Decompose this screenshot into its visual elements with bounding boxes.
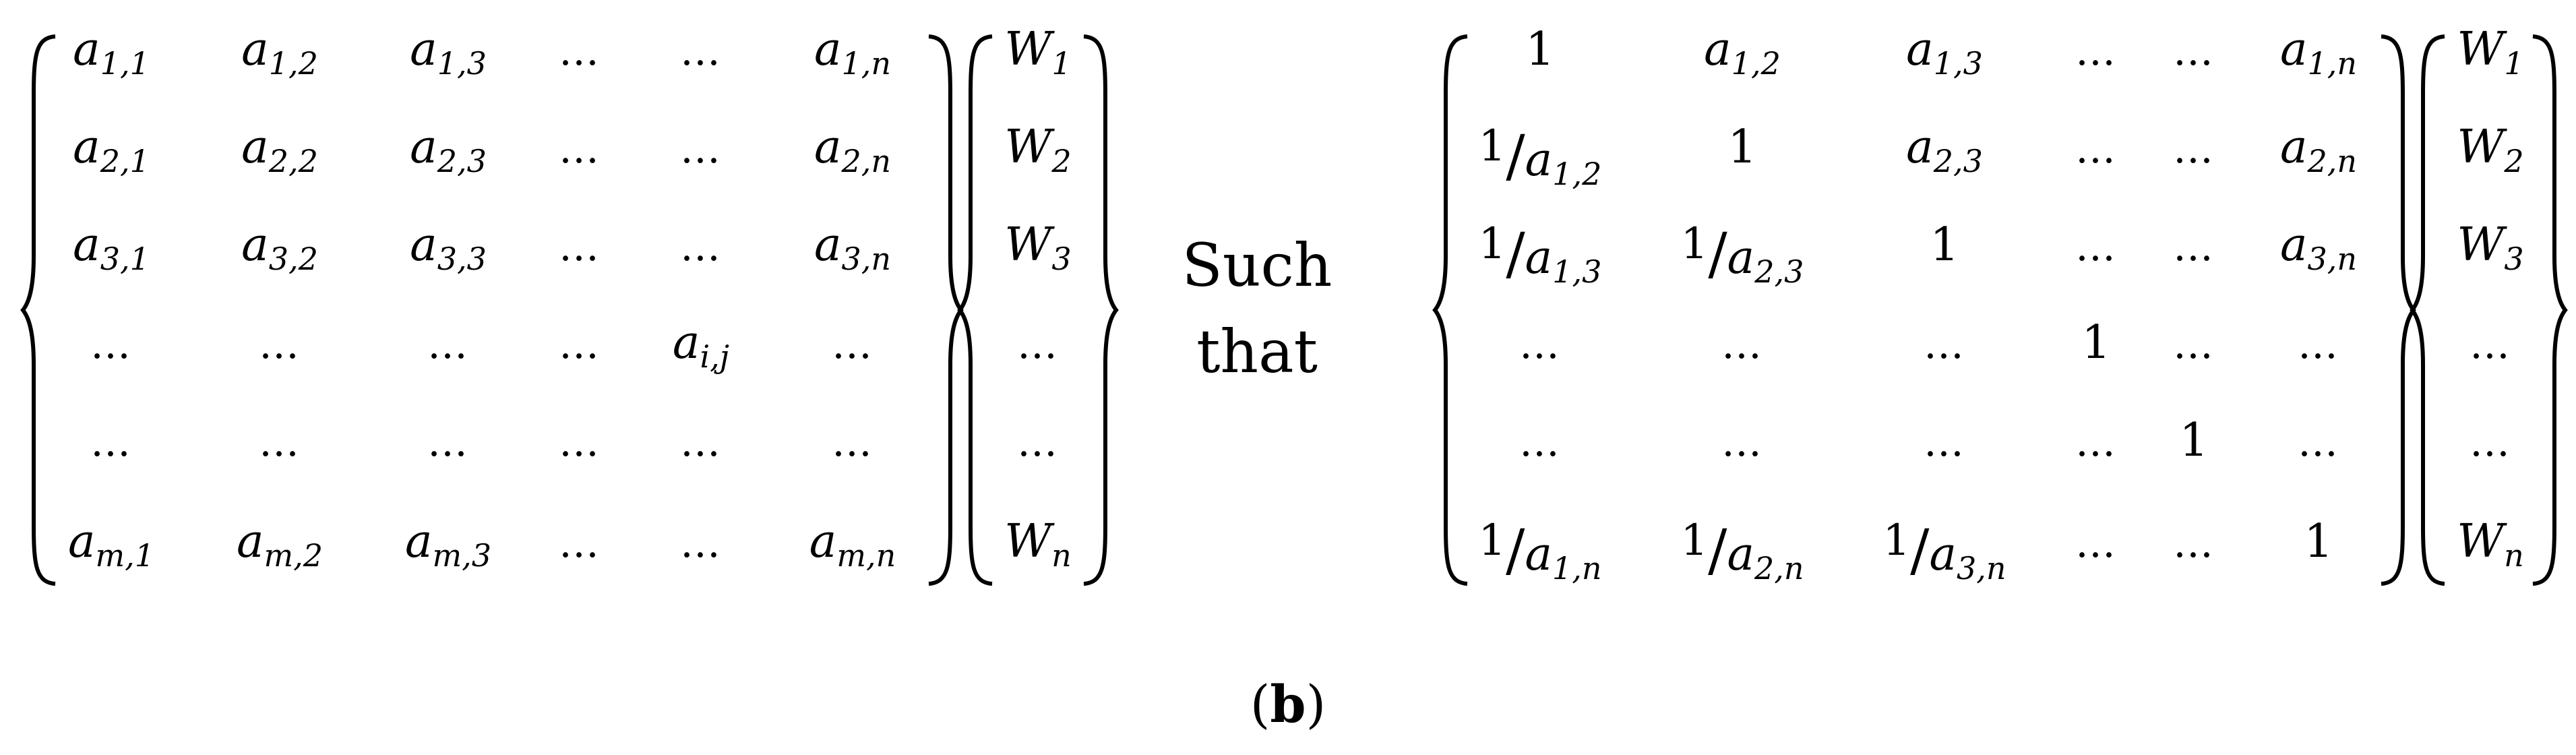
left-matrix-cell-r3-c4: … [559,223,601,270]
right-vector-entry-5: … [2470,419,2511,466]
right-matrix-cell-r4-c1: … [1519,321,1561,368]
left-matrix-cell-r1-c2: a1,2 [241,23,318,82]
left-matrix-cell-r6-c4: … [559,520,601,567]
right-vector-entry-1: W1 [2457,23,2524,82]
right-matrix-cell-r1-c1: 1 [1525,23,1555,76]
left-matrix-cell-r6-c2: am,2 [236,515,324,574]
right-vector-close-brace [2532,34,2568,586]
left-matrix-cell-r2-c4: … [559,125,601,173]
caption-close-paren: ) [1306,674,1326,734]
right-matrix-cell-r4-c6: … [2298,321,2339,368]
left-matrix-cell-r2-c3: a2,3 [410,121,487,179]
right-matrix-cell-r5-c3: … [1924,419,1965,466]
left-vector-open-brace [957,34,993,586]
right-matrix-cell-r6-c5: … [2173,520,2215,567]
right-matrix-cell-r2-c4: … [2075,125,2117,173]
left-matrix-cell-r3-c2: a3,2 [241,218,318,277]
left-matrix-cell-r1-c5: … [680,28,722,75]
left-matrix-cell-r3-c3: a3,3 [410,218,487,277]
left-matrix-cell-r3-c1: a3,1 [73,218,150,277]
right-matrix-cell-r6-c6: 1 [2304,515,2333,568]
left-matrix-cell-r1-c1: a1,1 [73,23,150,82]
left-matrix-cell-r1-c3: a1,3 [410,23,487,82]
left-matrix-cell-r2-c5: … [680,125,722,173]
left-matrix-cell-r2-c1: a2,1 [73,121,150,179]
right-matrix-cell-r3-c2: 1/a2,3 [1680,219,1804,290]
right-matrix-cell-r6-c2: 1/a2,n [1680,516,1804,586]
right-matrix-cell-r3-c5: … [2173,223,2215,270]
right-matrix-cell-r4-c3: … [1924,321,1965,368]
left-matrix-cell-r4-c5: ai,j [672,316,730,375]
left-matrix-cell-r4-c4: … [559,321,601,368]
left-matrix-cell-r1-c4: … [559,28,601,75]
figure-caption: (b) [1221,674,1355,734]
right-vector-entry-6: Wn [2457,515,2524,574]
right-vector-entry-3: W3 [2457,218,2524,277]
right-matrix-cell-r1-c2: a1,2 [1704,23,1781,82]
right-matrix-cell-r3-c3: 1 [1930,218,1959,272]
right-matrix-cell-r6-c1: 1/a1,n [1478,516,1602,586]
right-matrix-cell-r1-c4: … [2075,28,2117,75]
left-vector-entry-5: … [1017,419,1059,466]
left-matrix-cell-r5-c2: … [259,419,301,466]
right-matrix-cell-r5-c2: … [1721,419,1763,466]
left-matrix-cell-r4-c1: … [90,321,132,368]
caption-letter: b [1270,674,1306,734]
right-matrix-cell-r6-c3: 1/a3,n [1882,516,2006,586]
right-matrix-cell-r2-c3: a2,3 [1906,121,1983,179]
right-matrix-cell-r1-c6: a1,n [2279,23,2358,82]
right-vector-entry-4: … [2470,321,2511,368]
left-matrix-open-brace [20,34,56,586]
left-matrix-cell-r5-c4: … [559,419,601,466]
right-vector-entry-2: W2 [2457,121,2524,179]
right-matrix-cell-r5-c6: … [2298,419,2339,466]
left-matrix-cell-r5-c1: … [90,419,132,466]
right-matrix-cell-r6-c4: … [2075,520,2117,567]
right-matrix-cell-r4-c4: 1 [2081,316,2111,369]
right-matrix-cell-r3-c1: 1/a1,3 [1478,219,1602,290]
left-matrix-cell-r1-c6: a1,n [814,23,892,82]
right-matrix-cell-r5-c1: … [1519,419,1561,466]
left-vector-entry-1: W1 [1004,23,1072,82]
left-matrix-cell-r6-c5: … [680,520,722,567]
right-matrix-cell-r3-c6: a3,n [2279,218,2358,277]
left-matrix-cell-r6-c6: am,n [809,515,896,574]
such-that-label: Such that [1146,222,1368,394]
left-matrix-cell-r3-c5: … [680,223,722,270]
right-matrix-cell-r5-c4: … [2075,419,2117,466]
left-matrix-cell-r6-c3: am,3 [404,515,492,574]
right-matrix-cell-r2-c1: 1/a1,2 [1478,121,1602,192]
left-matrix-cell-r5-c5: … [680,419,722,466]
right-matrix-cell-r2-c2: 1 [1727,121,1757,174]
left-vector-entry-3: W3 [1004,218,1072,277]
right-matrix-cell-r3-c4: … [2075,223,2117,270]
left-vector-close-brace [1083,34,1119,586]
left-matrix-cell-r4-c3: … [427,321,469,368]
left-matrix-cell-r5-c6: … [832,419,873,466]
right-matrix-cell-r5-c5: 1 [2179,414,2209,467]
left-matrix-cell-r2-c2: a2,2 [241,121,318,179]
right-matrix-open-brace [1432,34,1468,586]
left-matrix-cell-r5-c3: … [427,419,469,466]
left-vector-entry-2: W2 [1004,121,1072,179]
right-matrix-cell-r2-c5: … [2173,125,2215,173]
caption-open-paren: ( [1250,674,1270,734]
left-matrix-cell-r6-c1: am,1 [67,515,155,574]
left-vector-entry-4: … [1017,321,1059,368]
right-matrix-cell-r1-c5: … [2173,28,2215,75]
left-matrix-cell-r4-c2: … [259,321,301,368]
left-matrix-cell-r2-c6: a2,n [814,121,892,179]
connector-line2: that [1196,316,1318,386]
right-vector-open-brace [2410,34,2445,586]
right-matrix-cell-r4-c5: … [2173,321,2215,368]
left-matrix-cell-r3-c6: a3,n [814,218,892,277]
right-matrix-cell-r4-c2: … [1721,321,1763,368]
right-matrix-cell-r2-c6: a2,n [2279,121,2358,179]
left-matrix-cell-r4-c6: … [832,321,873,368]
right-matrix-cell-r1-c3: a1,3 [1906,23,1983,82]
left-vector-entry-6: Wn [1004,515,1072,574]
connector-line1: Such [1182,231,1332,300]
